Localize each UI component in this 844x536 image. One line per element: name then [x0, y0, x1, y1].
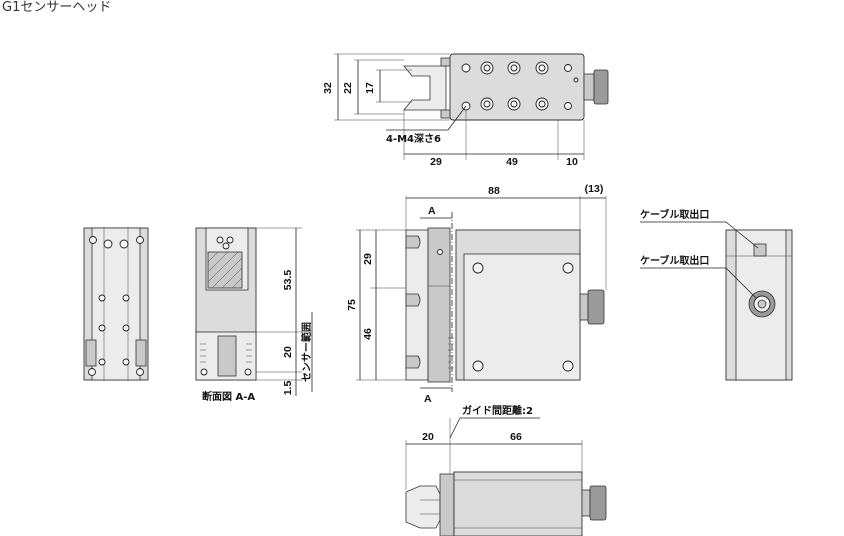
- section-mark-bottom: A: [424, 393, 432, 405]
- top-view-pin: [440, 57, 452, 67]
- dim-32: 32: [322, 82, 334, 94]
- section-caption: 断面図 A-A: [202, 390, 255, 403]
- top-view-cable-gland: [593, 69, 609, 105]
- dim-13: (13): [585, 183, 604, 195]
- top-view-holes: [461, 61, 579, 111]
- top-view-jaw: [403, 65, 447, 111]
- right-side-view: ケーブル取出口 ケーブル取出口: [640, 208, 793, 381]
- dim-29-top: 29: [430, 156, 442, 168]
- dim-75: 75: [346, 299, 358, 311]
- dim-20-section: 20: [282, 346, 294, 358]
- hole-callout: 4-M4深さ6: [386, 132, 441, 145]
- cable-outlet-label-2: ケーブル取出口: [640, 254, 709, 267]
- dim-53-5: 53.5: [282, 270, 294, 291]
- bottom-view-jaw: [405, 485, 441, 529]
- dim-46: 46: [362, 328, 374, 340]
- left-side-view: [83, 227, 149, 381]
- dim-10: 10: [566, 156, 578, 168]
- dim-29-front: 29: [362, 253, 374, 265]
- front-view-guide: [427, 227, 451, 383]
- dim-88: 88: [488, 185, 500, 197]
- section-hatched-block: [207, 251, 243, 289]
- left-view-plate: [91, 227, 141, 381]
- section-view: 53.5 20 1.5 センサー範囲 断面図 A-A: [195, 227, 313, 403]
- top-view: 32 22 17 29 49 10 4-M4深さ6: [322, 53, 609, 168]
- page-title: G1センサーヘッド: [2, 0, 112, 15]
- sensor-range-label: センサー範囲: [300, 322, 313, 382]
- guide-gap-label: ガイド間距離:2: [462, 404, 533, 417]
- dim-17: 17: [364, 82, 376, 94]
- dim-66: 66: [510, 431, 522, 443]
- dim-20-bottom: 20: [422, 431, 434, 443]
- top-view-pin: [440, 109, 452, 119]
- bottom-view-cable-gland: [589, 485, 607, 521]
- front-view: A A 88 (13) 75 29 46: [346, 183, 607, 405]
- dim-22: 22: [342, 82, 354, 94]
- bottom-view-body: [453, 471, 583, 536]
- cable-outlet-label-1: ケーブル取出口: [640, 208, 709, 221]
- dim-1-5: 1.5: [282, 381, 294, 396]
- dim-49: 49: [506, 156, 518, 168]
- section-mark-top: A: [428, 205, 436, 217]
- top-view-connector: [583, 73, 595, 101]
- front-view-cable-gland: [587, 289, 605, 325]
- bottom-view: 20 66 ガイド間距離:2: [405, 404, 607, 536]
